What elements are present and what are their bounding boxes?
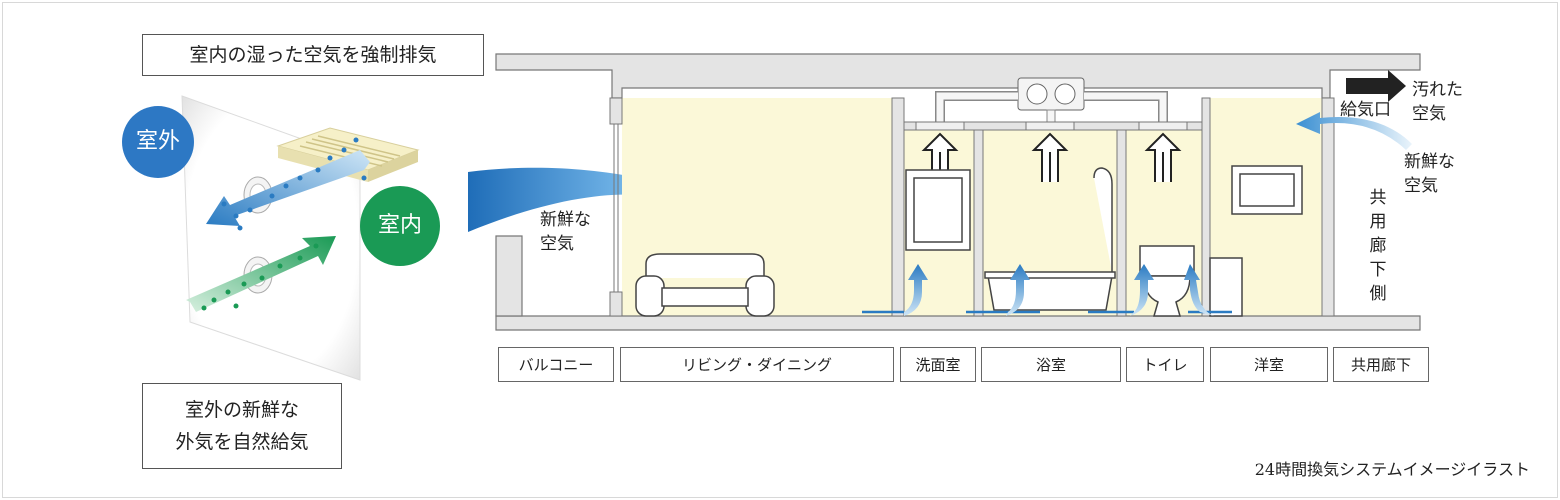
room-label-corridor: 共用廊下 bbox=[1333, 347, 1429, 382]
dirty-air-line2: 空気 bbox=[1412, 104, 1446, 124]
supply-label-line2: 外気を自然給気 bbox=[175, 431, 309, 453]
fresh-air-left-line2: 空気 bbox=[540, 234, 574, 254]
corridor-side-char: 廊 bbox=[1369, 236, 1387, 256]
dirty-air-label: 汚れた 空気 bbox=[1412, 78, 1463, 126]
fresh-air-left-line1: 新鮮な bbox=[540, 210, 591, 230]
room-label-toilet: トイレ bbox=[1126, 347, 1204, 382]
room-label-washroom: 洗面室 bbox=[900, 347, 976, 382]
corridor-side-char: 用 bbox=[1369, 212, 1387, 232]
fresh-air-right-line1: 新鮮な bbox=[1404, 152, 1455, 172]
exhaust-arrow bbox=[206, 150, 370, 226]
intake-arrow bbox=[186, 236, 336, 312]
building-section bbox=[495, 53, 1421, 331]
corridor-side-char: 下 bbox=[1369, 260, 1387, 280]
exhaust-label: 室内の湿った空気を強制排気 bbox=[142, 34, 484, 76]
room-label-bathroom: 浴室 bbox=[981, 347, 1121, 382]
fresh-air-left-label: 新鮮な 空気 bbox=[540, 208, 591, 256]
corridor-side-char: 側 bbox=[1369, 284, 1387, 304]
supply-label: 室外の新鮮な 外気を自然給気 bbox=[142, 383, 342, 469]
fresh-air-intake-arrow bbox=[1296, 112, 1412, 150]
room-label-balcony: バルコニー bbox=[498, 347, 614, 382]
supply-label-line1: 室外の新鮮な bbox=[184, 399, 299, 421]
dirty-air-line1: 汚れた bbox=[1412, 80, 1463, 100]
dirty-air-arrow bbox=[1346, 70, 1406, 102]
caption: 24時間換気システムイメージイラスト bbox=[1254, 460, 1530, 479]
wall-illustration bbox=[181, 95, 420, 381]
furniture bbox=[635, 165, 1303, 317]
room-label-living-dining: リビング・ダイニング bbox=[620, 347, 894, 382]
floor-up-arrows bbox=[904, 264, 1214, 316]
intake-vent-label: 給気口 bbox=[1340, 100, 1391, 120]
indoor-badge: 室内 bbox=[360, 186, 440, 266]
room-label-western-room: 洋室 bbox=[1210, 347, 1328, 382]
corridor-side-label: 共 用 廊 下 側 bbox=[1368, 186, 1388, 306]
outdoor-badge: 室外 bbox=[122, 106, 194, 178]
fresh-air-right-line2: 空気 bbox=[1404, 176, 1438, 196]
fresh-air-right-label: 新鮮な 空気 bbox=[1404, 150, 1455, 198]
corridor-side-char: 共 bbox=[1369, 188, 1387, 208]
